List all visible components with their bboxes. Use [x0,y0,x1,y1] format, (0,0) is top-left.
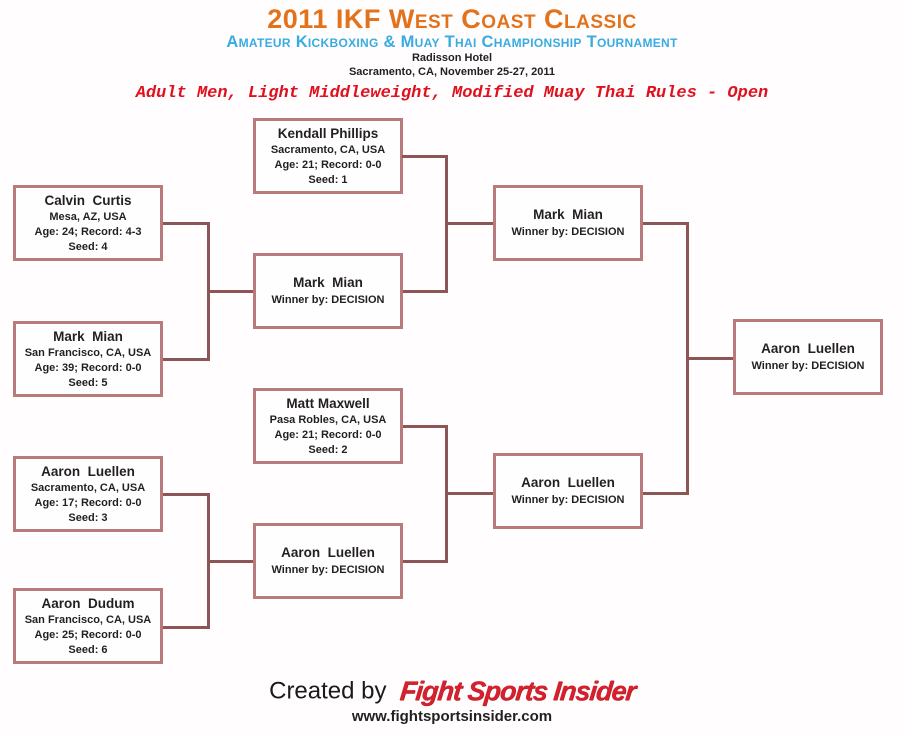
bracket-box-winner-r2-bottom: Aaron Luellen Winner by: DECISION [253,523,403,599]
connector-line [688,357,733,360]
fighter-age-record: Age: 21; Record: 0-0 [274,428,382,441]
fighter-name: Calvin Curtis [44,192,132,208]
fight-sports-insider-logo: Fight Sports Insider [398,676,637,706]
winner-name: Mark Mian [533,207,603,223]
fighter-seed: Seed: 2 [308,443,348,456]
connector-line [163,626,208,629]
footer-website: www.fightsportsinsider.com [0,708,904,726]
bracket-box-calvin-curtis: Calvin Curtis Mesa, AZ, USA Age: 24; Rec… [13,185,163,261]
fighter-name: Mark Mian [53,328,123,344]
fighter-age-record: Age: 25; Record: 0-0 [34,628,142,641]
header: 2011 IKF West Coast Classic Amateur Kick… [0,0,904,103]
fighter-location: San Francisco, CA, USA [24,613,152,626]
fighter-name: Aaron Dudum [41,595,135,611]
website-url: www.fightsportsinsider.com [351,708,553,725]
connector-line [402,155,447,158]
connector-line [163,493,208,496]
connector-line [643,492,688,495]
connector-line [207,560,253,563]
division-title: Adult Men, Light Middleweight, Modified … [135,83,769,103]
fighter-seed: Seed: 3 [68,511,108,524]
fighter-location: Mesa, AZ, USA [49,210,127,223]
fighter-seed: Seed: 4 [68,240,108,253]
venue: Radisson Hotel [411,52,493,65]
connector-line [686,222,689,495]
winner-name: Aaron Luellen [521,475,615,491]
fighter-seed: Seed: 6 [68,643,108,656]
winner-name: Mark Mian [293,275,363,291]
winner-name: Aaron Luellen [761,341,855,357]
location-date: Sacramento, CA, November 25-27, 2011 [348,66,556,79]
bracket-box-kendall-phillips: Kendall Phillips Sacramento, CA, USA Age… [253,118,403,194]
fighter-age-record: Age: 39; Record: 0-0 [34,361,142,374]
fighter-location: Sacramento, CA, USA [30,481,146,494]
fighter-age-record: Age: 17; Record: 0-0 [34,496,142,509]
bracket-box-aaron-dudum: Aaron Dudum San Francisco, CA, USA Age: … [13,588,163,664]
fighter-age-record: Age: 21; Record: 0-0 [274,158,382,171]
connector-line [163,358,208,361]
bracket-box-winner-r2-top: Mark Mian Winner by: DECISION [253,253,403,329]
connector-line [445,155,448,293]
winner-result: Winner by: DECISION [271,563,385,576]
event-title: 2011 IKF West Coast Classic [267,4,637,34]
connector-line [403,290,447,293]
bracket-box-winner-semi-bottom: Aaron Luellen Winner by: DECISION [493,453,643,529]
bracket-box-matt-maxwell: Matt Maxwell Pasa Robles, CA, USA Age: 2… [253,388,403,464]
connector-line [643,222,688,225]
connector-line [403,425,447,428]
bracket-box-aaron-luellen-seed3: Aaron Luellen Sacramento, CA, USA Age: 1… [13,456,163,532]
fighter-age-record: Age: 24; Record: 4-3 [34,225,142,238]
winner-result: Winner by: DECISION [751,359,865,372]
winner-result: Winner by: DECISION [511,493,625,506]
connector-line [447,492,493,495]
footer-credit: Created by Fight Sports Insider [0,676,904,707]
connector-line [447,222,493,225]
connector-line [207,290,253,293]
connector-line [163,222,208,225]
connector-line [403,560,447,563]
fighter-location: San Francisco, CA, USA [24,346,152,359]
event-subtitle: Amateur Kickboxing & Muay Thai Champions… [226,33,678,52]
fighter-seed: Seed: 1 [308,173,348,186]
bracket-box-champion: Aaron Luellen Winner by: DECISION [733,319,883,395]
bracket-box-winner-semi-top: Mark Mian Winner by: DECISION [493,185,643,261]
winner-result: Winner by: DECISION [271,293,385,306]
fighter-location: Sacramento, CA, USA [270,143,386,156]
winner-name: Aaron Luellen [281,545,375,561]
fighter-location: Pasa Robles, CA, USA [269,413,387,426]
winner-result: Winner by: DECISION [511,225,625,238]
fighter-name: Aaron Luellen [41,463,135,479]
bracket-box-mark-mian-seed5: Mark Mian San Francisco, CA, USA Age: 39… [13,321,163,397]
fighter-seed: Seed: 5 [68,376,108,389]
connector-line [445,425,448,563]
created-by-text: Created by [269,677,387,705]
fighter-name: Matt Maxwell [286,395,370,411]
fighter-name: Kendall Phillips [277,125,379,141]
